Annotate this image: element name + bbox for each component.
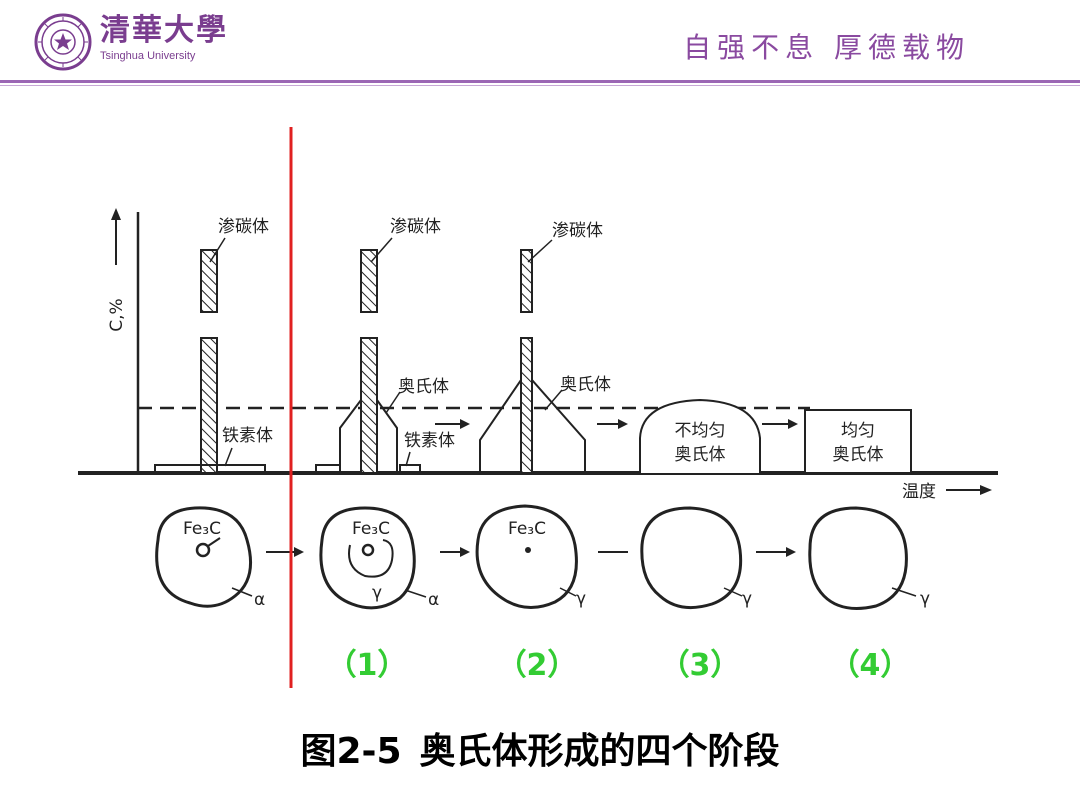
grain-arrow-0-1-head xyxy=(294,547,304,557)
cementite-label-stage2: 渗碳体 xyxy=(552,221,603,241)
figure-caption: 图2-5 奥氏体形成的四个阶段 xyxy=(0,722,1080,774)
y-axis-label: C,% xyxy=(107,298,127,331)
grain-stage4 xyxy=(810,508,907,608)
cementite-bar-initial xyxy=(201,338,217,473)
uniform-austenite-label-line2: 奥氏体 xyxy=(833,445,884,465)
grain-stage3 xyxy=(642,508,741,608)
cementite-particle-stage2 xyxy=(525,547,531,553)
alpha-label-initial: α xyxy=(254,590,265,610)
university-logo-english: Tsinghua University xyxy=(100,50,195,62)
austenite-label-stage1: 奥氏体 xyxy=(398,377,449,397)
ferrite-label-initial: 铁素体 xyxy=(222,426,273,446)
austenite-label-stage2: 奥氏体 xyxy=(560,375,611,395)
cementite-particle-stage1 xyxy=(363,545,373,555)
fe3c-label-initial: Fe₃C xyxy=(183,519,221,539)
x-axis-label: 温度 xyxy=(902,482,936,502)
cementite-label-initial: 渗碳体 xyxy=(218,217,269,237)
fe3c-label-stage1: Fe₃C xyxy=(352,519,390,539)
cementite-label-stage1: 渗碳体 xyxy=(390,217,441,237)
fe3c-label-stage2: Fe₃C xyxy=(508,519,546,539)
ferrite-leader-initial xyxy=(225,448,232,466)
header-divider-thin xyxy=(0,85,1080,86)
cementite-bar-stage1 xyxy=(361,338,377,473)
gamma-label-stage1: γ xyxy=(372,583,382,603)
stage-label-2: （2） xyxy=(497,648,578,683)
nonuniform-austenite-label-line2: 奥氏体 xyxy=(675,445,726,465)
cementite-particle-initial xyxy=(197,544,209,556)
grain-arrow-3-4-head xyxy=(786,547,796,557)
stage-label-1: （1） xyxy=(327,648,408,683)
stage-label-3: （3） xyxy=(660,648,741,683)
ferrite-label-stage1: 铁素体 xyxy=(404,431,455,451)
cementite-bar-stage2 xyxy=(521,338,532,473)
figure-title: 奥氏体形成的四个阶段 xyxy=(420,731,780,772)
header-divider xyxy=(0,80,1080,83)
university-motto: 自强不息 厚德载物 xyxy=(683,26,970,66)
y-axis-arrowhead xyxy=(111,208,121,220)
arrow-2-3-head xyxy=(618,419,628,429)
austenite-formation-diagram: C,% 温度 渗碳体 铁素体 渗碳体 奥氏体 铁素体 渗碳体 奥氏体 不均匀 奥… xyxy=(0,90,1080,710)
slide-header: 清華大學 Tsinghua University 自强不息 厚德载物 xyxy=(0,0,1080,90)
alpha-leader-stage1 xyxy=(405,590,426,597)
university-logo-name: 清華大學 xyxy=(100,14,228,48)
gamma-label-stage3: γ xyxy=(742,589,752,609)
austenite-leader-stage1 xyxy=(386,392,400,413)
cementite-bar-stage1-top xyxy=(361,250,377,312)
ferrite-leader-stage1 xyxy=(406,452,410,466)
gamma-label-stage2: γ xyxy=(576,589,586,609)
cementite-bar-initial-top xyxy=(201,250,217,312)
nonuniform-austenite-label-line1: 不均匀 xyxy=(675,421,726,441)
university-seal-icon xyxy=(34,13,92,71)
x-axis-arrowhead xyxy=(980,485,992,495)
arrow-1-2-head xyxy=(460,419,470,429)
uniform-austenite-label-line1: 均匀 xyxy=(841,421,875,441)
arrow-3-4-head xyxy=(788,419,798,429)
alpha-label-stage1: α xyxy=(428,590,439,610)
cementite-leader-grain-initial xyxy=(208,538,220,546)
grain-arrow-1-2-head xyxy=(460,547,470,557)
stage-label-4: （4） xyxy=(830,648,911,683)
figure-number: 图2-5 xyxy=(300,731,401,772)
gamma-label-stage4: γ xyxy=(920,589,930,609)
